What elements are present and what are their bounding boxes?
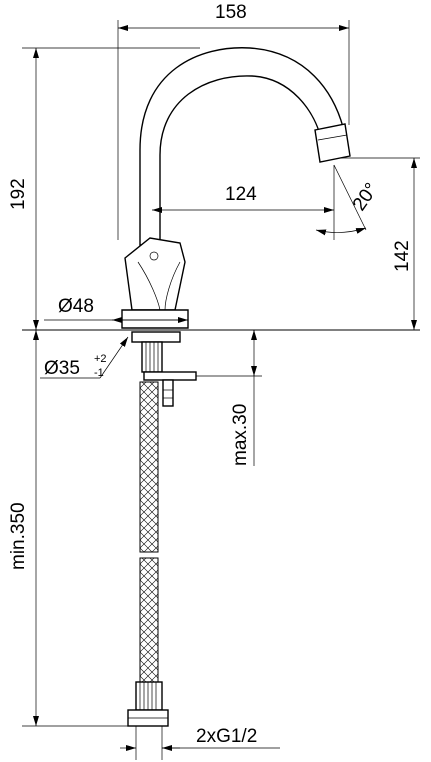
dim-spout-height: 142 (340, 157, 420, 330)
label-d35: Ø35 (44, 358, 80, 379)
label-tol-minus: -1 (94, 367, 104, 379)
label-angle: 20° (349, 179, 383, 215)
label-connection: 2xG1/2 (196, 726, 257, 747)
label-tol-plus: +2 (94, 353, 107, 365)
label-min350: min.350 (8, 502, 29, 570)
dim-hose-length: min.350 (8, 330, 132, 727)
dim-width-top: 158 (117, 2, 350, 240)
label-124: 124 (225, 184, 257, 205)
flexible-hose (127, 381, 169, 727)
dim-height-total: 192 (8, 47, 200, 330)
dim-base-diameter: Ø48 (44, 296, 188, 323)
dim-connection: 2xG1/2 (120, 726, 280, 760)
label-192: 192 (8, 178, 29, 210)
mounting-assembly (131, 331, 197, 407)
label-142: 142 (392, 240, 413, 272)
label-158: 158 (215, 2, 247, 23)
dim-max-thickness: max.30 (196, 330, 262, 466)
dim-hole-diameter: Ø35 +2 -1 (40, 336, 129, 379)
label-d48: Ø48 (58, 296, 94, 317)
dim-angle: 20° (315, 164, 383, 236)
label-max30: max.30 (230, 404, 251, 466)
dim-reach: 124 (152, 165, 335, 240)
